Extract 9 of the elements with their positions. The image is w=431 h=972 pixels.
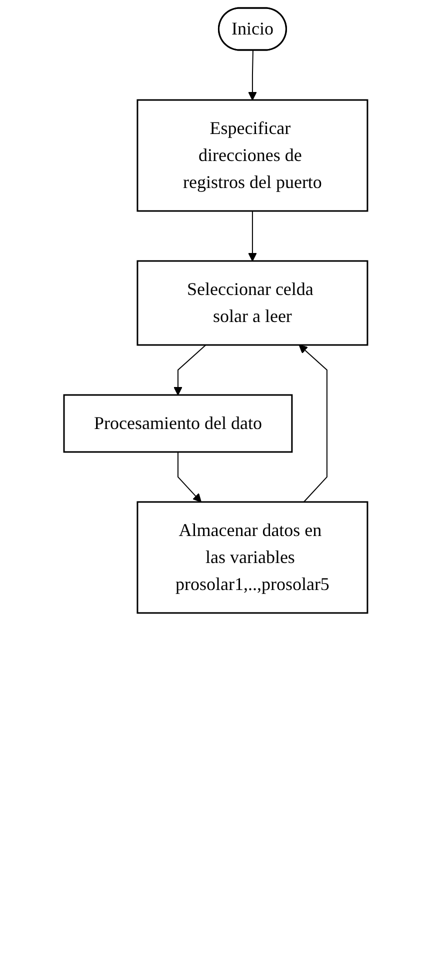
node-box: Seleccionar celda solar a leer [136, 260, 368, 346]
arrow [177, 451, 202, 502]
arrow [173, 344, 206, 396]
arrow [248, 50, 257, 100]
node-box: Especificar direcciones de registros del puerto [136, 99, 368, 212]
node-box: Procesamiento del dato [63, 394, 292, 453]
node-box: Almacenar datos en las variables prosolar1,..,prosolar5 [136, 501, 368, 614]
arrow [248, 210, 257, 262]
arrow [298, 344, 328, 502]
